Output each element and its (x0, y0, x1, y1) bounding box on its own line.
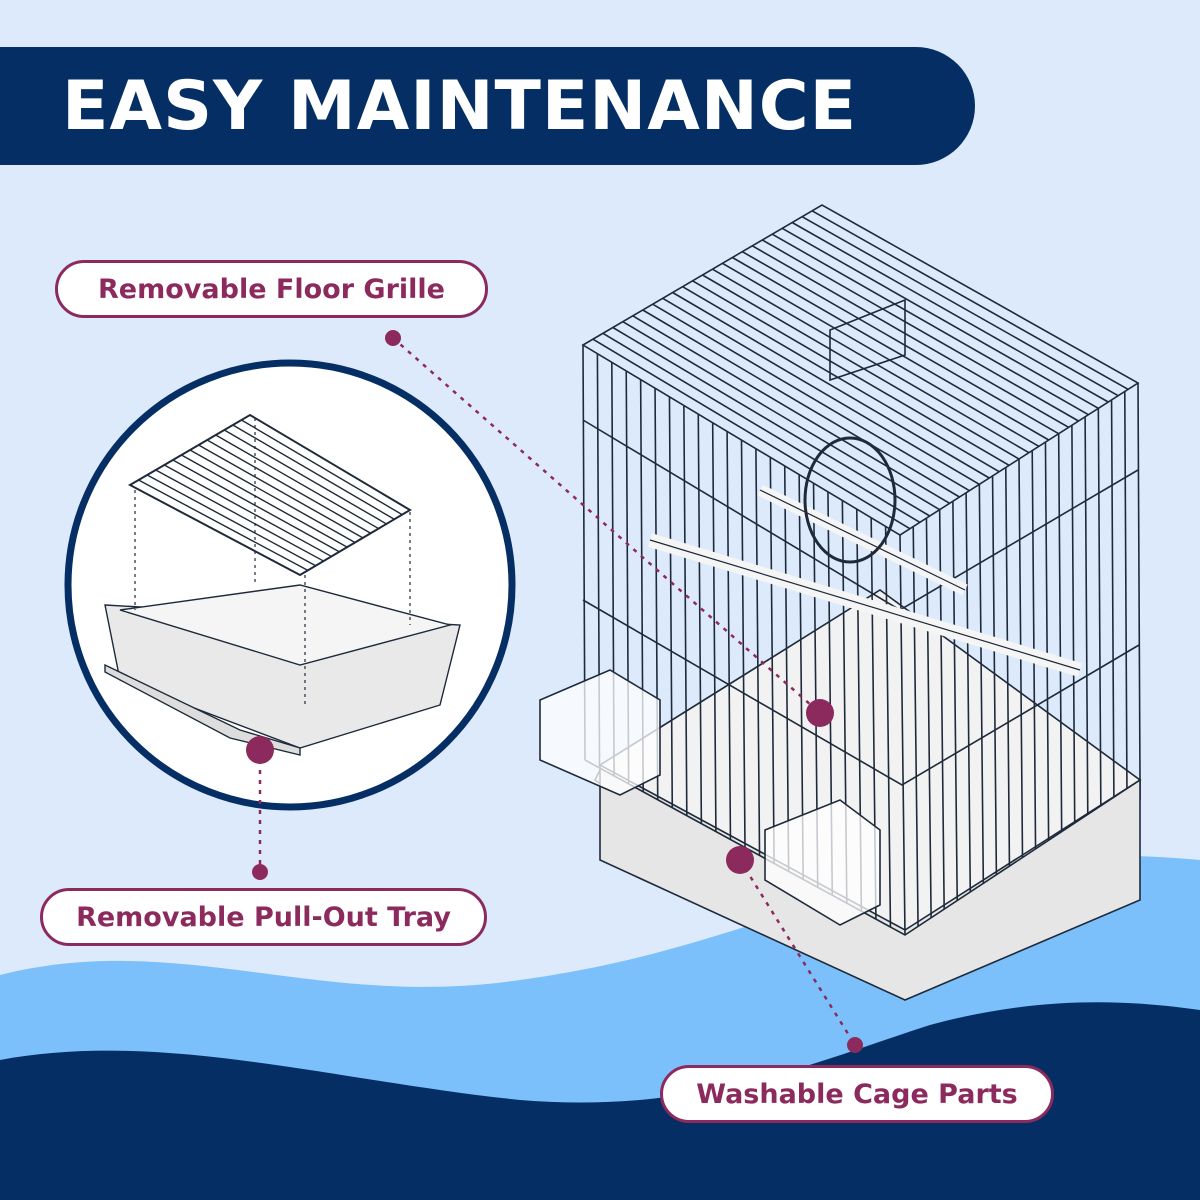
cage-bar (952, 501, 959, 901)
grille-wire (241, 419, 403, 516)
cage-roof-bar (811, 210, 1129, 391)
cage-roof-bar (731, 256, 1050, 441)
grille-wire (172, 459, 340, 553)
cage-roof-bar (771, 233, 1089, 416)
cage-bar (1004, 467, 1011, 867)
callout-pull-out-tray-label: Removable Pull-Out Tray (76, 901, 451, 933)
cage-roof-bar (761, 239, 1079, 422)
grille-wire (155, 469, 324, 562)
grille-wire (223, 429, 387, 525)
cage-roof-bar (741, 250, 1060, 435)
cage-bar (1123, 391, 1128, 789)
grille-wire (189, 449, 356, 544)
cage-roof-bar (672, 291, 990, 479)
cage-top-door (829, 298, 906, 382)
cage-roof-bar (801, 215, 1119, 397)
cage-bar (912, 526, 919, 927)
cage-roof-bar (712, 268, 1030, 454)
callout-floor-grille-label: Removable Floor Grille (98, 273, 445, 305)
cage-roof-bar (662, 297, 980, 486)
grille-wire (198, 444, 364, 539)
cage-bar (1044, 442, 1050, 841)
grille-wire (138, 479, 309, 571)
callout-washable-parts-label: Washable Cage Parts (696, 1078, 1018, 1110)
cage-bar (925, 518, 932, 918)
cage-roof-bar (791, 221, 1109, 403)
cage-roof-bar (722, 262, 1040, 448)
callout-washable-parts: Washable Cage Parts (660, 1065, 1054, 1123)
grille-wire (146, 474, 317, 567)
cage-roof-bar (751, 245, 1069, 429)
cage-bar (1097, 408, 1102, 806)
grille-wire (181, 454, 348, 548)
cage-bar (1084, 416, 1089, 815)
grille-wire (215, 434, 379, 530)
cage-bar (991, 475, 998, 875)
dark-wave (0, 1002, 1200, 1200)
grille-wire (206, 439, 372, 534)
cage-bar (1057, 433, 1063, 832)
inset-pullout-drawer (104, 663, 301, 756)
cage-roof-bar (781, 227, 1099, 410)
callout-floor-grille: Removable Floor Grille (55, 260, 488, 318)
cage-bar (1071, 425, 1076, 824)
grille-wire (163, 464, 332, 558)
callout-pull-out-tray: Removable Pull-Out Tray (40, 888, 487, 946)
cage-roof-bar (702, 274, 1020, 460)
grille-wire (232, 424, 395, 520)
cage-bar (978, 484, 985, 884)
cage-bar (1110, 399, 1115, 798)
cage-bar (965, 492, 972, 892)
cage-bar (884, 526, 892, 928)
title-banner: EASY MAINTENANCE (0, 47, 975, 165)
cage-roof-bar (682, 285, 1000, 473)
page-title: EASY MAINTENANCE (62, 66, 858, 146)
